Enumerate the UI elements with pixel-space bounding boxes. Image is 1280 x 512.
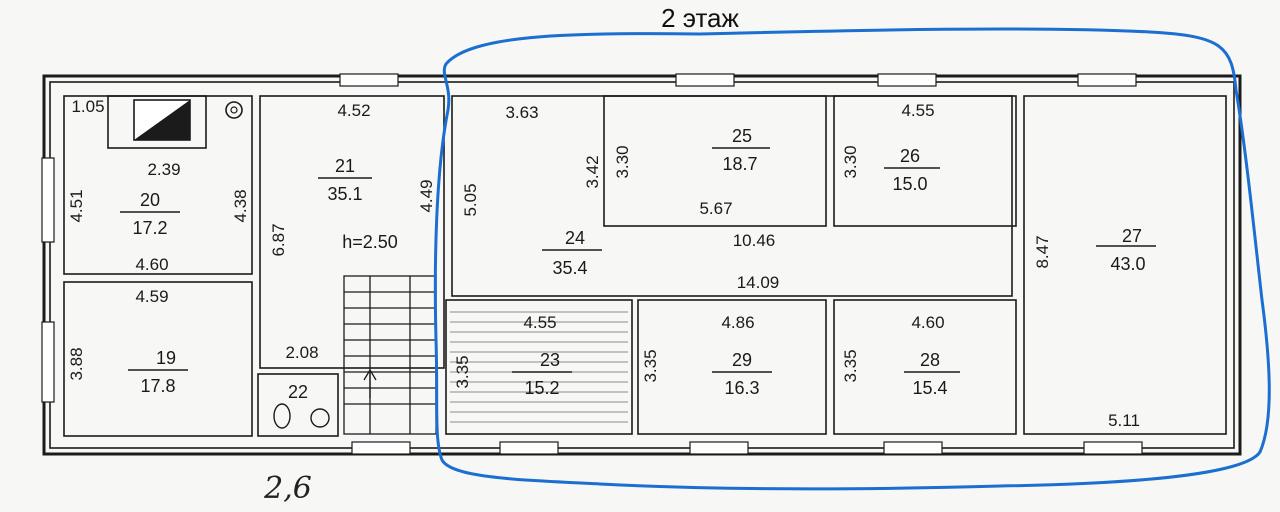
windows-top	[339, 73, 1137, 87]
dim-10-46: 10.46	[733, 231, 776, 250]
room-24-number: 24	[565, 228, 585, 248]
dim-4-60-b: 4.60	[911, 313, 944, 332]
dim-3-30-a: 3.30	[613, 145, 632, 178]
handwritten-note: 2,6	[263, 471, 312, 506]
floor-title: 2 этаж	[661, 3, 739, 33]
room-26-number: 26	[900, 146, 920, 166]
windows-left	[41, 157, 55, 403]
room-29-number: 29	[732, 350, 752, 370]
room-29-area: 16.3	[724, 378, 759, 398]
dim-3-63: 3.63	[505, 103, 538, 122]
outer-wall-inner-line	[49, 81, 1235, 449]
dim-4-51: 4.51	[67, 189, 86, 222]
dim-4-55-a: 4.55	[901, 101, 934, 120]
room-19-area: 17.8	[140, 376, 175, 396]
dim-4-55-b: 4.55	[523, 313, 556, 332]
room-26-area: 15.0	[892, 174, 927, 194]
room-walls	[63, 95, 1227, 437]
dim-5-05: 5.05	[461, 183, 480, 216]
dim-4-59: 4.59	[135, 287, 168, 306]
room-28-number: 28	[920, 350, 940, 370]
dim-3-30-b: 3.30	[841, 145, 860, 178]
shaft-symbol	[107, 95, 243, 149]
windows-bottom	[351, 441, 1143, 455]
room-25-number: 25	[732, 126, 752, 146]
room-22-number: 22	[288, 382, 308, 402]
room-21-number: 21	[335, 156, 355, 176]
dim-5-11: 5.11	[1108, 411, 1140, 430]
dim-1-05: 1.05	[71, 97, 104, 116]
room-27-area: 43.0	[1110, 254, 1145, 274]
dim-14-09: 14.09	[737, 273, 780, 292]
dim-4-86: 4.86	[721, 313, 754, 332]
dim-4-60-a: 4.60	[135, 255, 168, 274]
room-20-number: 20	[140, 190, 160, 210]
room-24-area: 35.4	[552, 258, 587, 278]
area-underlines	[120, 147, 1156, 373]
ceiling-height: h=2.50	[342, 232, 398, 252]
dim-4-49: 4.49	[417, 179, 436, 212]
room-23-number: 23	[540, 350, 560, 370]
dim-8-47: 8.47	[1033, 235, 1052, 268]
dim-4-38: 4.38	[231, 189, 250, 222]
room-20-area: 17.2	[132, 218, 167, 238]
dim-3-35-a: 3.35	[453, 355, 472, 388]
dim-3-35-c: 3.35	[841, 349, 860, 382]
room-23-hatching	[450, 311, 628, 423]
staircase	[343, 275, 437, 435]
dim-6-87: 6.87	[269, 223, 288, 256]
room-23-area: 15.2	[524, 378, 559, 398]
dim-2-39: 2.39	[147, 160, 180, 179]
highlight-outline	[433, 27, 1271, 491]
room-27-number: 27	[1122, 226, 1142, 246]
room-19-number: 19	[156, 348, 176, 368]
dim-2-08: 2.08	[285, 343, 318, 362]
dim-5-67: 5.67	[699, 199, 732, 218]
dim-3-88: 3.88	[67, 347, 86, 380]
outer-wall	[42, 74, 1242, 456]
wc-fixtures	[273, 403, 330, 429]
dim-4-52: 4.52	[337, 101, 370, 120]
dim-3-35-b: 3.35	[641, 349, 660, 382]
room-25-area: 18.7	[722, 154, 757, 174]
room-21-area: 35.1	[327, 184, 362, 204]
room-28-area: 15.4	[912, 378, 947, 398]
dim-3-42: 3.42	[583, 155, 602, 188]
